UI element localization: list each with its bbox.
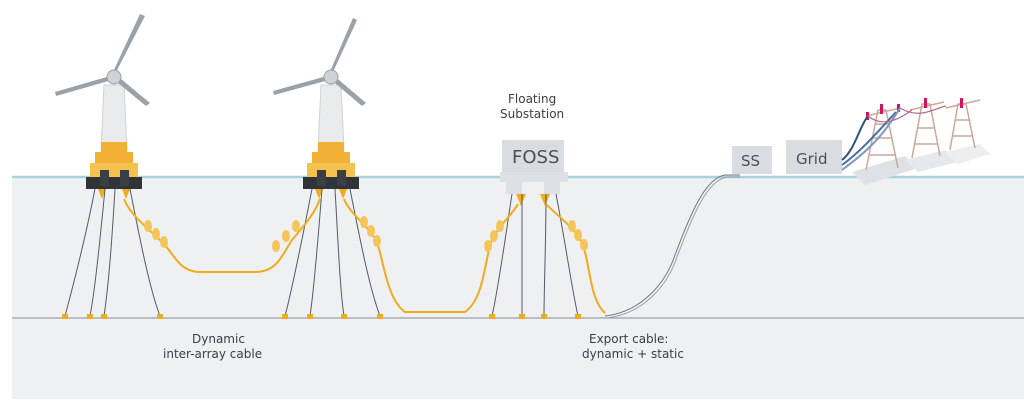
transmission-pylons [852, 98, 990, 185]
foss-label: FOSS [512, 147, 559, 168]
ss-label: SS [741, 152, 760, 170]
grid-label: Grid [796, 150, 827, 168]
ss-box [732, 146, 772, 174]
floating-substation-label-line2: Substation [500, 107, 564, 121]
wind-turbine-1 [55, 14, 150, 199]
mooring-anchors [62, 314, 581, 319]
foss-platform [500, 172, 568, 182]
grid-box [786, 140, 842, 174]
sea-area [12, 177, 1024, 399]
dynamic-cable-label-line2: inter-array cable [163, 347, 262, 361]
mooring-lines-1 [64, 188, 161, 317]
export-cable [604, 174, 740, 319]
floating-substation [500, 140, 568, 206]
turbine-blades [273, 18, 366, 106]
wind-turbine-2 [273, 18, 366, 199]
turbine-tower [317, 84, 345, 151]
foss-box [502, 140, 564, 172]
turbine-hub [323, 69, 339, 85]
floating-platform [303, 152, 359, 199]
turbine-hub [106, 69, 122, 85]
export-cable-label-line2: dynamic + static [582, 347, 684, 361]
turbine-yellow-band [101, 142, 127, 152]
floating-platform [86, 152, 142, 199]
turbine-yellow-band [318, 142, 344, 152]
mooring-lines-2 [284, 188, 381, 317]
mooring-lines-3 [491, 193, 579, 317]
turbine-blades [55, 14, 150, 106]
grid-cables [841, 105, 947, 171]
cable-buoyancy-modules [144, 216, 588, 252]
export-cable-label-line1: Export cable: [589, 332, 668, 346]
turbine-tower [100, 84, 128, 151]
floating-substation-label-line1: Floating [508, 92, 556, 106]
dynamic-cable-label-line1: Dynamic [192, 332, 245, 346]
